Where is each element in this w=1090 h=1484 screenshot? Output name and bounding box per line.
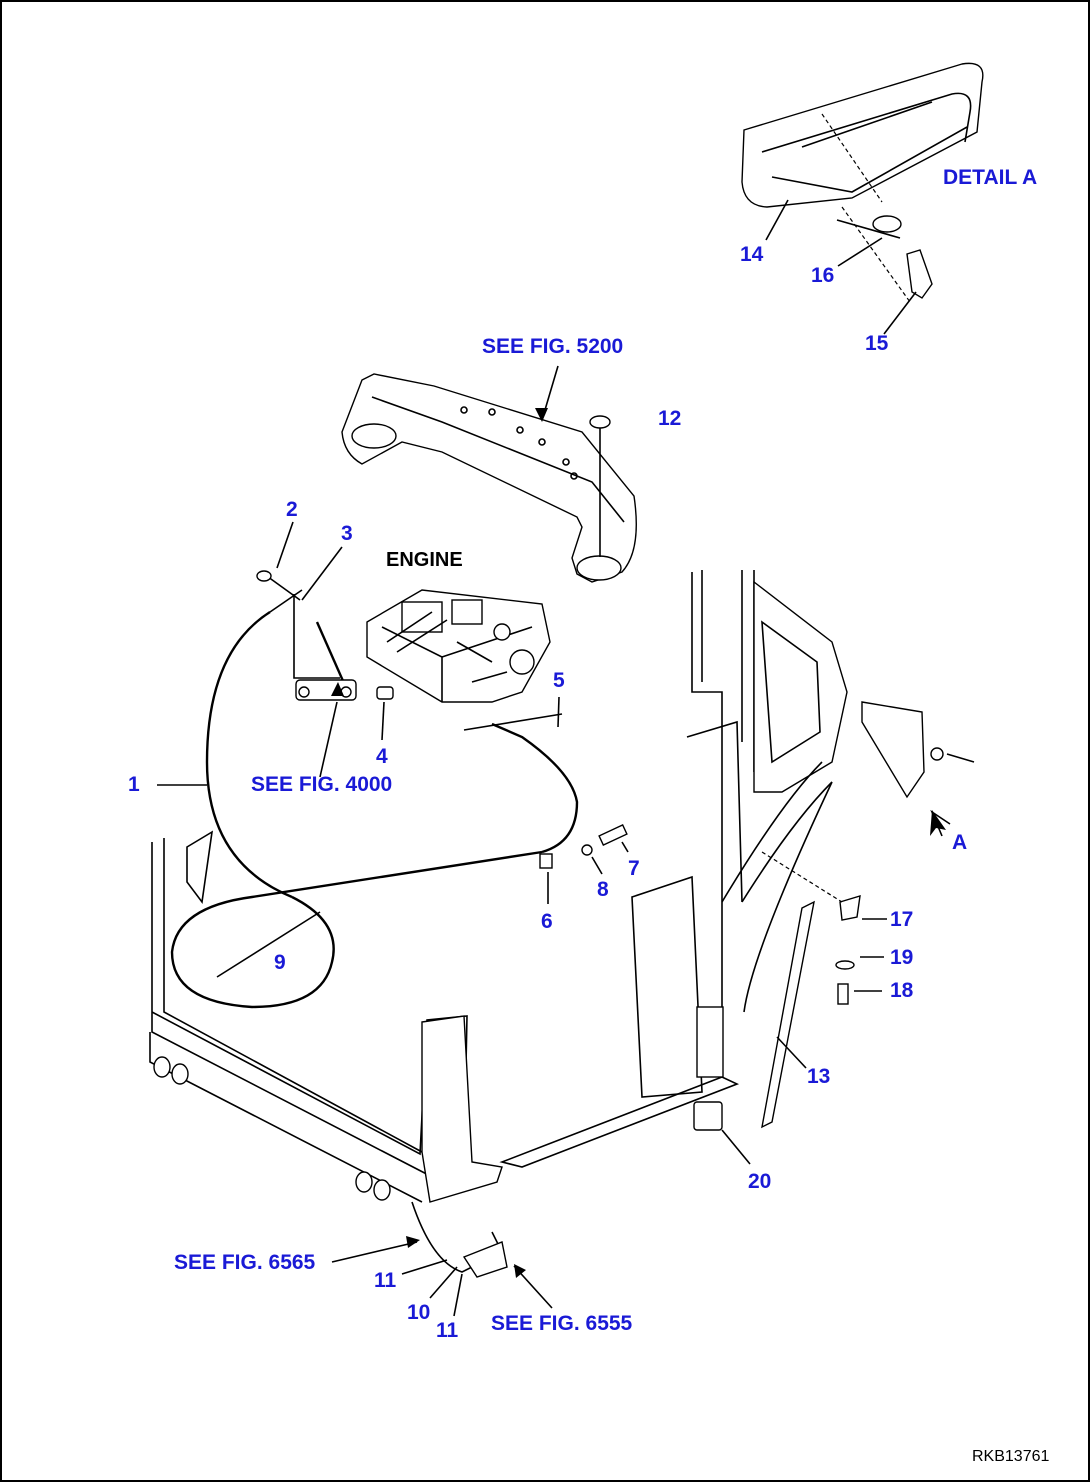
- see-fig-6555-label[interactable]: SEE FIG. 6555: [491, 1312, 633, 1335]
- part-number-9[interactable]: 9: [274, 951, 286, 974]
- part-number-10[interactable]: 10: [407, 1301, 431, 1324]
- drawing-code: RKB13761: [972, 1448, 1050, 1465]
- part-number-8[interactable]: 8: [597, 878, 609, 901]
- part-number-11-upper[interactable]: 11: [374, 1269, 397, 1292]
- part-number-7[interactable]: 7: [628, 857, 640, 880]
- part-number-12[interactable]: 12: [658, 407, 682, 430]
- detail-a-bracket: [741, 62, 984, 303]
- part-number-14[interactable]: 14: [740, 243, 764, 266]
- part-number-13[interactable]: 13: [807, 1065, 831, 1088]
- throttle-cable: [170, 589, 628, 1009]
- detail-a-arrow-label: A: [952, 831, 968, 854]
- part-number-2[interactable]: 2: [286, 498, 298, 521]
- part-number-1[interactable]: 1: [128, 773, 140, 796]
- engine-block: [366, 589, 551, 703]
- part-number-11-lower[interactable]: 11: [436, 1319, 459, 1342]
- lever-assembly: [256, 570, 394, 701]
- part-number-20[interactable]: 20: [748, 1170, 772, 1193]
- see-fig-5200-label[interactable]: SEE FIG. 5200: [482, 335, 624, 358]
- see-fig-4000-label[interactable]: SEE FIG. 4000: [251, 773, 393, 796]
- cab-pillar: [631, 570, 975, 1131]
- part-number-18[interactable]: 18: [890, 979, 914, 1002]
- part-number-15[interactable]: 15: [865, 332, 889, 355]
- part-12-plate: [341, 373, 637, 583]
- part-number-16[interactable]: 16: [811, 264, 835, 287]
- part-number-6[interactable]: 6: [541, 910, 553, 933]
- part-number-3[interactable]: 3: [341, 522, 353, 545]
- part-number-19[interactable]: 19: [890, 946, 914, 969]
- part-number-17[interactable]: 17: [890, 908, 914, 931]
- see-fig-6565-label[interactable]: SEE FIG. 6565: [174, 1251, 316, 1274]
- part-number-5[interactable]: 5: [553, 669, 565, 692]
- engine-label: ENGINE: [386, 549, 463, 571]
- part-number-4[interactable]: 4: [376, 745, 388, 768]
- leader-lines: [157, 199, 951, 1317]
- operator-frame: [149, 830, 740, 1278]
- detail-a-title: DETAIL A: [943, 166, 1038, 189]
